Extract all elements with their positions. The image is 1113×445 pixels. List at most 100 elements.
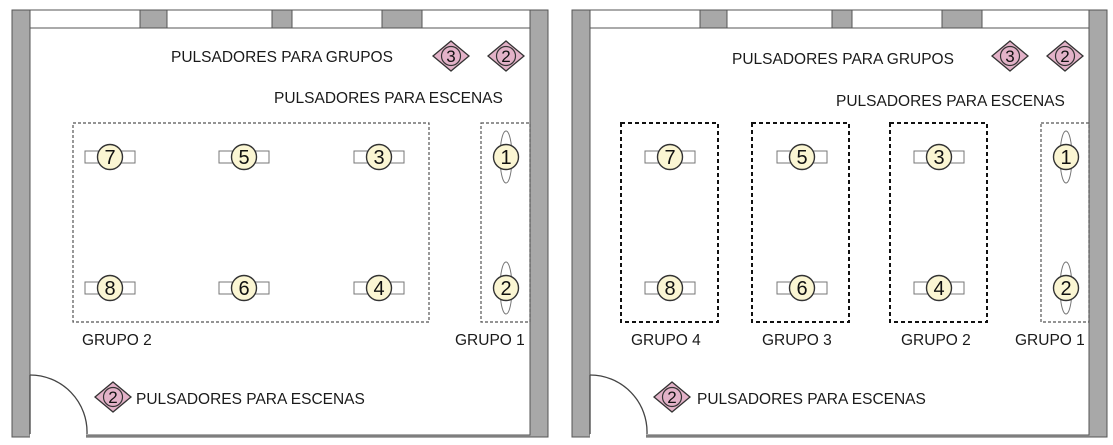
light-7: 7 xyxy=(84,143,136,171)
lamp-circle xyxy=(230,143,258,171)
door-gap xyxy=(590,434,646,438)
light-7: 7 xyxy=(644,143,696,171)
lamp-circle xyxy=(656,274,684,302)
lamp-circle xyxy=(656,143,684,171)
group-2-label: GRUPO 2 xyxy=(82,332,152,349)
button-number: 3 xyxy=(446,47,455,66)
light-8: 8 xyxy=(84,274,136,302)
lamp-number: 4 xyxy=(933,278,944,300)
lamp-circle xyxy=(492,143,520,171)
scene-button-2: 2 xyxy=(652,381,692,413)
group-button-2: 2 xyxy=(1045,40,1085,72)
light-6: 6 xyxy=(776,274,828,302)
door-swing-arc xyxy=(589,374,648,435)
scene-buttons-top-label: PULSADORES PARA ESCENAS xyxy=(836,93,1065,110)
group-3-label: GRUPO 3 xyxy=(762,332,832,349)
group-4-outline xyxy=(620,122,719,323)
lamp-number: 2 xyxy=(500,278,511,300)
lamp-number: 6 xyxy=(796,278,807,300)
lamp-number: 1 xyxy=(1060,147,1071,169)
lamp-number: 7 xyxy=(664,147,675,169)
scene-buttons-bottom-label: PULSADORES PARA ESCENAS xyxy=(697,391,926,408)
lamp-number: 5 xyxy=(796,147,807,169)
group-4-label: GRUPO 4 xyxy=(631,332,701,349)
lamp-circle xyxy=(925,274,953,302)
lamp-number: 5 xyxy=(238,147,249,169)
button-circle xyxy=(999,45,1021,67)
light-4: 4 xyxy=(353,274,405,302)
group-1-outline xyxy=(1040,122,1090,323)
window-1 xyxy=(166,9,273,29)
lamp-number: 7 xyxy=(104,147,115,169)
lamp-circle xyxy=(1052,143,1080,171)
lamp-number: 6 xyxy=(238,278,249,300)
light-8: 8 xyxy=(644,274,696,302)
group-buttons-label: PULSADORES PARA GRUPOS xyxy=(171,49,393,66)
light-2: 2 xyxy=(492,261,520,315)
window-0 xyxy=(29,9,141,29)
scene-buttons-top-label: PULSADORES PARA ESCENAS xyxy=(274,90,503,107)
light-5: 5 xyxy=(218,143,270,171)
lamp-circle xyxy=(365,143,393,171)
group-1-label: GRUPO 1 xyxy=(455,332,525,349)
lamp-number: 2 xyxy=(1060,278,1071,300)
window-3 xyxy=(981,9,1090,29)
light-2: 2 xyxy=(1052,261,1080,315)
lamp-number: 1 xyxy=(500,147,511,169)
window-3 xyxy=(421,9,531,29)
lamp-circle xyxy=(96,274,124,302)
group-button-3: 3 xyxy=(990,40,1030,72)
light-1: 1 xyxy=(1052,130,1080,184)
group-3-outline xyxy=(751,122,850,323)
group-buttons-label: PULSADORES PARA GRUPOS xyxy=(732,51,954,68)
lamp-circle xyxy=(365,274,393,302)
button-number: 3 xyxy=(1005,47,1014,66)
lamp-circle xyxy=(925,143,953,171)
lamp-number: 8 xyxy=(664,278,675,300)
group-button-3: 3 xyxy=(431,40,471,72)
light-6: 6 xyxy=(218,274,270,302)
scene-button-2: 2 xyxy=(93,381,133,413)
button-circle xyxy=(1054,45,1076,67)
door-swing-arc xyxy=(29,374,88,435)
window-2 xyxy=(291,9,383,29)
window-0 xyxy=(589,9,701,29)
button-circle xyxy=(440,45,462,67)
light-3: 3 xyxy=(913,143,965,171)
lamp-circle xyxy=(96,143,124,171)
lamp-circle xyxy=(230,274,258,302)
button-number: 2 xyxy=(501,47,510,66)
group-button-2: 2 xyxy=(486,40,526,72)
light-3: 3 xyxy=(353,143,405,171)
lamp-number: 4 xyxy=(373,278,384,300)
door-gap xyxy=(30,434,86,438)
button-number: 2 xyxy=(667,388,676,407)
group-1-label: GRUPO 1 xyxy=(1015,332,1085,349)
group-2-outline xyxy=(72,122,430,323)
lamp-circle xyxy=(788,143,816,171)
button-circle xyxy=(102,386,124,408)
button-number: 2 xyxy=(1060,47,1069,66)
room-floor xyxy=(589,27,1090,436)
lamp-number: 3 xyxy=(373,147,384,169)
light-5: 5 xyxy=(776,143,828,171)
room-floor xyxy=(29,27,531,436)
lamp-circle xyxy=(492,274,520,302)
lamp-circle xyxy=(788,274,816,302)
scene-buttons-bottom-label: PULSADORES PARA ESCENAS xyxy=(136,391,365,408)
button-circle xyxy=(661,386,683,408)
group-2-label: GRUPO 2 xyxy=(901,332,971,349)
group-1-outline xyxy=(480,122,531,323)
button-circle xyxy=(495,45,517,67)
window-2 xyxy=(851,9,943,29)
lamp-circle xyxy=(1052,274,1080,302)
lamp-number: 8 xyxy=(104,278,115,300)
window-1 xyxy=(726,9,833,29)
light-4: 4 xyxy=(913,274,965,302)
button-number: 2 xyxy=(108,388,117,407)
group-2-outline xyxy=(889,122,988,323)
light-1: 1 xyxy=(492,130,520,184)
